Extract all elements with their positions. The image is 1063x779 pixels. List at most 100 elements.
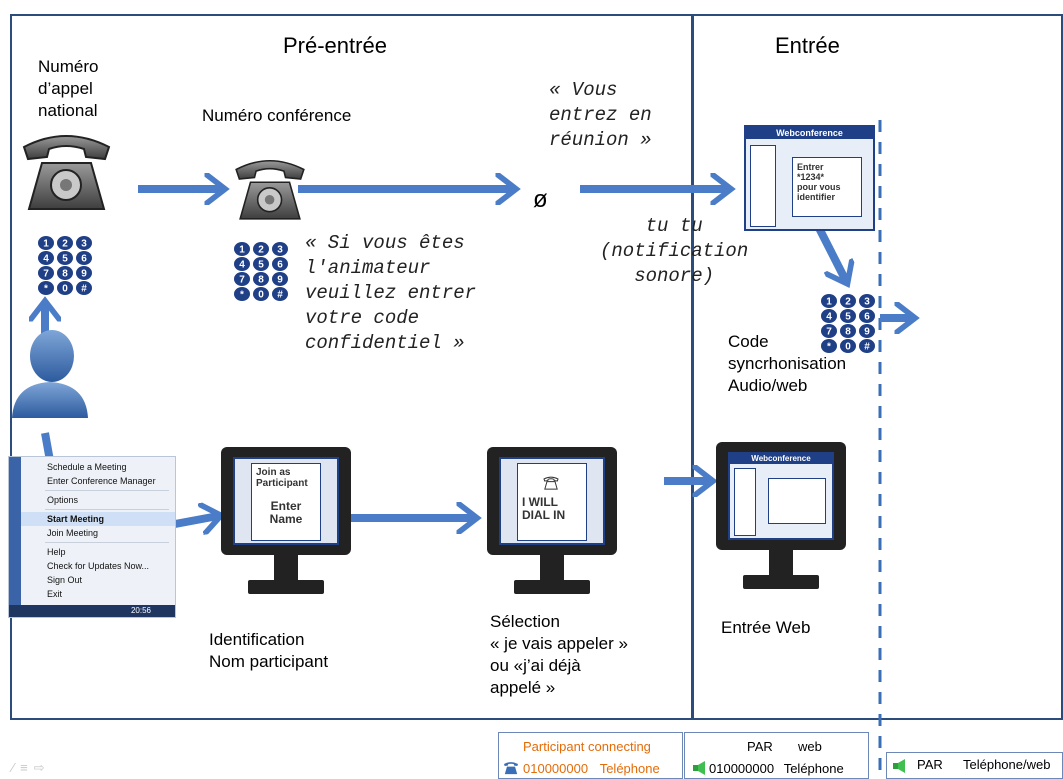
keypad-key-label: 8 <box>845 327 851 338</box>
status-par-web-number-value: 010000000 <box>709 761 775 776</box>
status-connecting-title: Participant connecting <box>523 739 651 754</box>
keypad-key-label: 0 <box>258 290 264 301</box>
slide-toolbar[interactable]: ⁄≡⇨ <box>12 760 51 776</box>
keypad-key <box>76 266 92 280</box>
monitor-dial-base <box>514 580 590 594</box>
telephone-conference-icon <box>233 153 307 225</box>
keypad-key <box>859 309 875 323</box>
message-tu-tu: tu tu (notification sonore) <box>600 215 749 287</box>
menu-item-start-meeting[interactable]: Start Meeting <box>9 512 175 526</box>
keypad-key-label: 6 <box>864 312 870 323</box>
keypad-key-label: 1 <box>239 245 245 256</box>
keypad-key-label: 0 <box>845 342 851 353</box>
monitor-join-screen: Join as Participant Enter Name <box>233 457 339 545</box>
taskbar-time: 20:56 <box>130 606 151 615</box>
menu-item-schedule[interactable]: Schedule a Meeting <box>47 462 127 472</box>
section-title-entree: Entrée <box>775 33 840 58</box>
label-numero-conference: Numéro conférence <box>202 106 352 125</box>
arrow-webconf-to-keypad <box>814 224 846 281</box>
keypad-key <box>859 324 875 338</box>
keypad-key <box>272 272 288 286</box>
status-par-web-type: Teléphone <box>783 761 844 776</box>
keypad-key <box>821 309 837 323</box>
keypad-key-label: 1 <box>43 239 49 250</box>
menu-item-help[interactable]: Help <box>47 547 66 557</box>
keypad-key-label: 5 <box>62 254 68 265</box>
webconference-window: Webconference Entrer *1234* pour vous id… <box>744 125 875 231</box>
keypad-key-label: 9 <box>277 275 283 286</box>
keypad-key-label: 2 <box>62 239 68 250</box>
taskbar: 20:56 <box>9 605 175 617</box>
menu-icon[interactable]: ≡ <box>20 760 34 775</box>
monitor-dial-screen: I WILL DIAL IN <box>499 457 605 545</box>
keypad-key <box>38 266 54 280</box>
keypad-key-label: 6 <box>277 260 283 271</box>
keypad-key-label: 8 <box>258 275 264 286</box>
keypad-key <box>76 236 92 250</box>
monitor-web-base <box>743 575 819 589</box>
monitor-dial-form: I WILL DIAL IN <box>517 463 587 541</box>
keypad-key-label: 4 <box>239 260 245 271</box>
keypad-key <box>57 236 73 250</box>
label-identification: Identification Nom participant <box>209 630 329 671</box>
status-par-web-number: 010000000 Teléphone <box>709 761 844 776</box>
keypad-key-label: # <box>277 290 283 301</box>
label-entree-web: Entrée Web <box>721 618 811 637</box>
monitor-web: Webconference <box>716 442 846 597</box>
label-code-sync: Code syncrhonisation Audio/web <box>728 332 847 395</box>
monitor-join-form: Join as Participant Enter Name <box>251 463 321 541</box>
keypad-key <box>234 287 250 301</box>
phone-blue-icon <box>504 762 518 775</box>
keypad-key-label: * <box>240 290 244 301</box>
empty-symbol: ø <box>533 186 548 213</box>
keypad-key <box>272 287 288 301</box>
keypad-key-label: 4 <box>826 312 832 323</box>
keypad-key-label: 4 <box>43 254 49 265</box>
keypad-key <box>859 294 875 308</box>
keypad-key <box>821 294 837 308</box>
message-vous-entrez: « Vous entrez en réunion » <box>549 79 652 151</box>
menu-separator <box>45 490 169 491</box>
menu-item-sign-out[interactable]: Sign Out <box>47 575 83 585</box>
forward-icon[interactable]: ⇨ <box>33 760 51 775</box>
keypad-key-label: 3 <box>864 297 870 308</box>
keypad-key <box>57 251 73 265</box>
keypad-key <box>38 281 54 295</box>
monitor-join-line2: Enter Name <box>269 499 303 526</box>
keypad-key-label: 5 <box>258 260 264 271</box>
keypad-key-label: 2 <box>258 245 264 256</box>
keypad-key <box>38 251 54 265</box>
message-animateur: « Si vous êtes l'animateur veuillez entr… <box>305 232 477 354</box>
monitor-web-screen: Webconference <box>728 452 834 540</box>
menu-item-exit[interactable]: Exit <box>47 589 63 599</box>
section-title-pre-entree: Pré-entrée <box>283 33 387 58</box>
status-tel-web-label: PAR <box>917 757 943 772</box>
keypad-key <box>840 339 856 353</box>
menu-item-join-meeting[interactable]: Join Meeting <box>47 528 99 538</box>
status-box-par-web: PAR web 010000000 Teléphone <box>684 732 869 779</box>
keypad-key-label: 9 <box>81 269 87 280</box>
monitor-web-sidebar <box>734 468 756 536</box>
status-par-web-title: PAR web <box>747 739 822 754</box>
keypad-key-label: 0 <box>62 284 68 295</box>
menu-separator <box>45 542 169 543</box>
keypad-key <box>57 266 73 280</box>
keypad-key-label: 7 <box>43 269 49 280</box>
pen-icon[interactable]: ⁄ <box>12 760 21 775</box>
monitor-web-title: Webconference <box>730 454 832 464</box>
keypad-key-label: 2 <box>845 297 851 308</box>
webconference-sidebar <box>750 145 776 227</box>
status-box-connecting: Participant connecting 010000000 Telépho… <box>498 732 683 779</box>
menu-item-check-updates[interactable]: Check for Updates Now... <box>47 561 150 571</box>
status-connecting-number: 010000000 Teléphone <box>523 761 660 776</box>
menu-item-enter-conference-manager[interactable]: Enter Conference Manager <box>47 476 156 486</box>
status-box-telephone-web: PAR Teléphone/web <box>886 752 1063 779</box>
menu-item-options[interactable]: Options <box>47 495 79 505</box>
entree-frame <box>692 14 1063 720</box>
keypad-key <box>821 324 837 338</box>
keypad-key <box>253 257 269 271</box>
label-selection: Sélection « je vais appeler » ou «j’ai d… <box>490 612 628 697</box>
